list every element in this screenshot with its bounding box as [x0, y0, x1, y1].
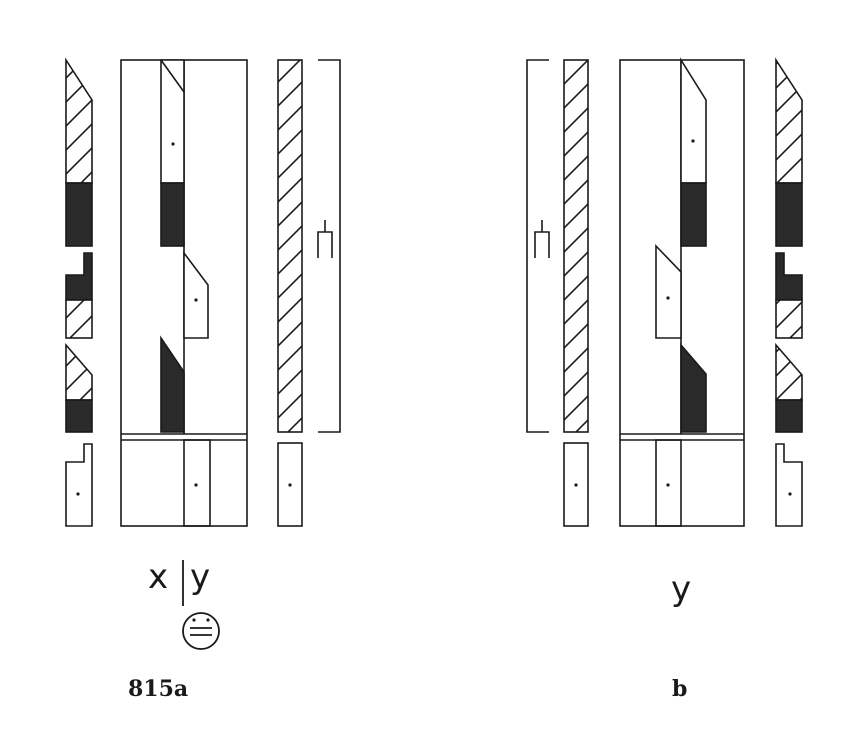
hatched-wedge-symbol-small	[775, 342, 803, 401]
direction-sign-icon	[182, 612, 220, 650]
hold-dot	[788, 492, 792, 496]
hold-dot	[574, 483, 578, 487]
hooked-support-symbol	[775, 443, 803, 527]
starting-position-cell	[655, 439, 682, 527]
hatched-block-symbol	[775, 299, 803, 339]
figure-b	[526, 57, 803, 527]
hatched-column	[277, 59, 303, 527]
black-level-block	[680, 182, 707, 247]
black-block-symbol	[65, 182, 93, 247]
starting-position-cell	[183, 439, 211, 527]
hold-dot	[691, 139, 695, 143]
support-cell	[277, 442, 303, 527]
range-bracket	[317, 59, 341, 433]
letter-y-right: y	[671, 569, 692, 609]
figure-caption-815a: 815a	[128, 676, 189, 702]
bracket-sign-icon	[534, 220, 550, 258]
figure-caption-b: b	[672, 676, 688, 702]
hatched-wedge-symbol	[65, 57, 93, 184]
hatched-bar	[563, 59, 589, 433]
hold-dot	[666, 483, 670, 487]
direction-sign-low	[680, 342, 707, 433]
staff-outline	[619, 59, 745, 527]
black-block-symbol	[775, 182, 803, 247]
hatched-block-symbol	[65, 299, 93, 339]
hatched-column	[563, 59, 589, 527]
hold-dot	[194, 298, 198, 302]
letter-y-left: y	[190, 557, 211, 597]
support-cell	[563, 442, 589, 527]
hooked-support-symbol	[65, 443, 93, 527]
hold-dot	[666, 296, 670, 300]
bracket-sign-icon	[317, 220, 333, 258]
hold-dot	[76, 492, 80, 496]
hold-dot	[288, 483, 292, 487]
figure-815a	[65, 57, 341, 527]
direction-sign-right	[183, 250, 209, 339]
main-staff	[619, 57, 745, 527]
right-side-column	[775, 57, 803, 527]
letter-x: x	[148, 557, 169, 597]
black-block-symbol-small	[65, 399, 93, 433]
hooked-black-symbol	[65, 252, 93, 301]
black-level-block	[160, 182, 185, 247]
hatched-bar	[277, 59, 303, 433]
range-bracket	[526, 59, 550, 433]
black-block-symbol-small	[775, 399, 803, 433]
main-staff	[120, 59, 248, 527]
hold-dot	[194, 483, 198, 487]
direction-sign-upper	[680, 57, 707, 184]
hooked-black-symbol	[775, 252, 803, 301]
hatched-wedge-symbol	[775, 57, 803, 184]
direction-sign-low	[160, 335, 185, 433]
left-side-column	[65, 57, 93, 527]
direction-sign-left	[655, 244, 682, 339]
hold-dot	[171, 142, 175, 146]
direction-sign-upper	[160, 59, 185, 184]
hatched-wedge-symbol-small	[65, 342, 93, 401]
